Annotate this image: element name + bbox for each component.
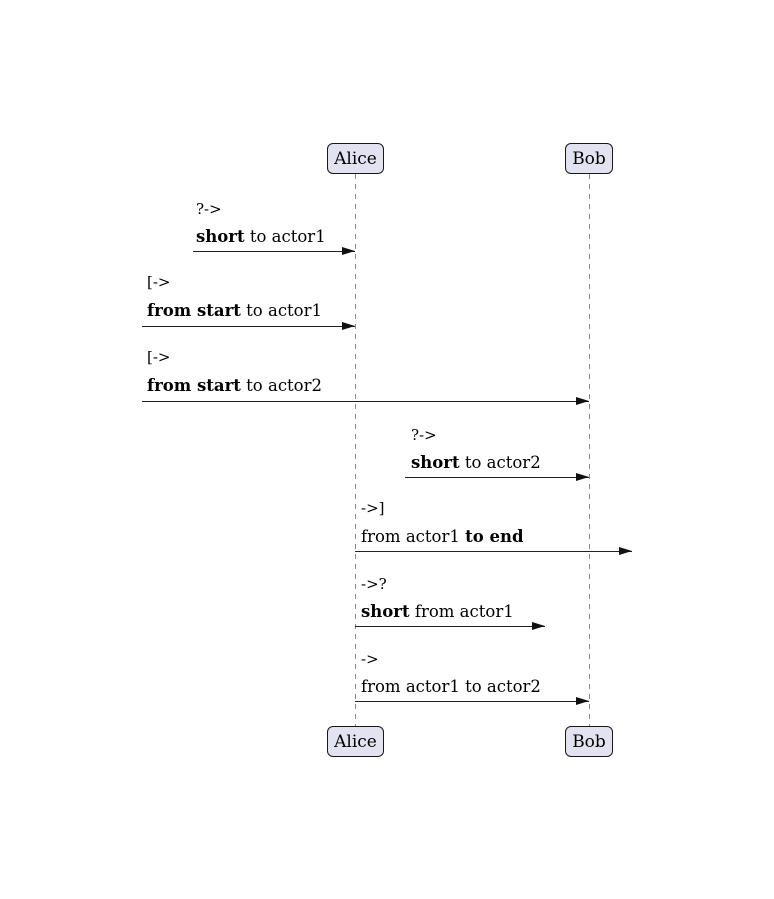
message-operator: ?-> [196,200,222,218]
message-label: short from actor1 [361,602,514,621]
message-operator: [-> [147,348,171,366]
actor-name: Bob [572,148,606,169]
actor-name: Alice [334,731,377,752]
actor-box-bob-top: Bob [565,143,613,174]
message-operator: ?-> [411,426,437,444]
message-label-pre: from actor1 to actor2 [361,677,541,696]
message-label-bold: short [361,602,410,621]
message-operator: ->] [361,499,385,517]
lifeline-bob [589,174,591,726]
message-label-post: from actor1 [409,602,514,621]
message-label-post: to actor1 [240,301,323,320]
message-label-bold: from start [147,301,241,320]
arrow-head-icon [342,247,355,255]
message-label-bold: to end [465,527,524,546]
actor-name: Alice [334,148,377,169]
message-arrow-line [142,401,589,403]
actor-box-bob-bottom: Bob [565,726,613,757]
message-label: short to actor1 [196,227,326,246]
message-label-post: to actor2 [240,376,323,395]
message-arrow-line [405,477,589,479]
message-label-post: to actor1 [244,227,326,246]
message-label: from start to actor2 [147,376,322,395]
actor-box-alice-top: Alice [327,143,384,174]
message-arrow-line [142,326,355,328]
arrow-head-icon [576,473,589,481]
message-arrow-line [355,701,589,703]
message-operator: -> [361,650,379,668]
arrow-head-icon [342,322,355,330]
message-label: from actor1 to end [361,527,524,546]
arrow-head-icon [532,622,545,630]
message-arrow-line [355,626,545,628]
message-operator: [-> [147,273,171,291]
arrow-head-icon [576,697,589,705]
arrow-head-icon [619,547,632,555]
arrow-head-icon [576,397,589,405]
actor-name: Bob [572,731,606,752]
message-arrow-line [193,251,355,253]
message-label-bold: short [411,453,460,472]
message-label-bold: short [196,227,245,246]
message-arrow-line [355,551,632,553]
lifeline-alice [354,174,356,726]
message-operator: ->? [361,575,387,593]
message-label-pre: from actor1 [361,527,466,546]
message-label-bold: from start [147,376,241,395]
message-label-post: to actor2 [459,453,541,472]
actor-box-alice-bottom: Alice [327,726,384,757]
message-label: from actor1 to actor2 [361,677,541,696]
message-label: short to actor2 [411,453,541,472]
message-label: from start to actor1 [147,301,322,320]
